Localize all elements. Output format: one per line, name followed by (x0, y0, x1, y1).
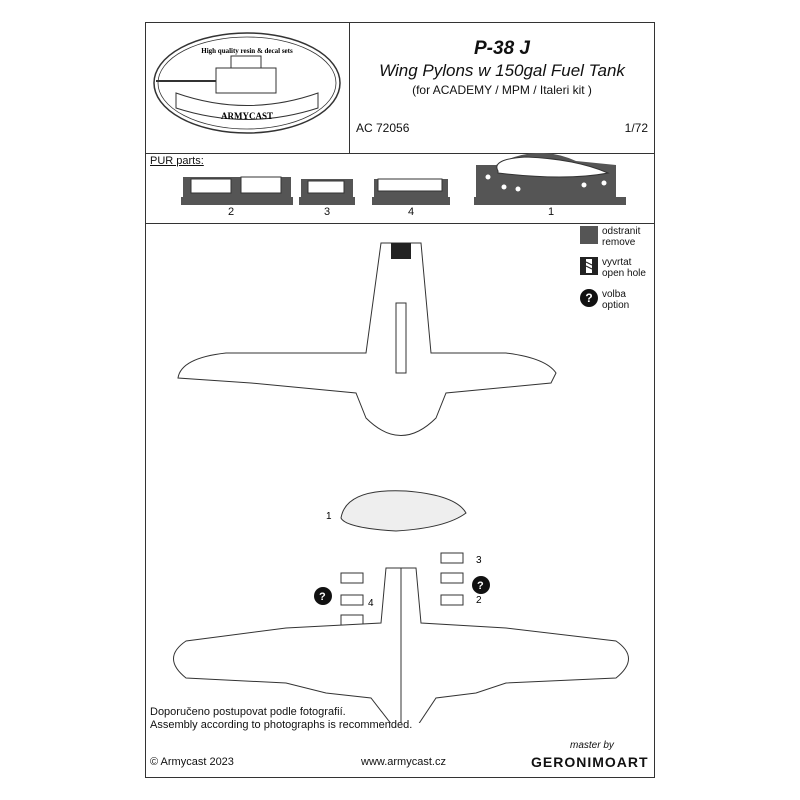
note-en: Assembly according to photographs is rec… (150, 719, 413, 731)
part-label-4: 4 (408, 206, 415, 218)
legend-option-cz: volba (602, 289, 626, 300)
legend-remove-cz: odstranit (602, 226, 641, 237)
note-cz: Doporučeno postupovat podle fotografií. (150, 706, 346, 718)
title-block: P-38 J Wing Pylons w 150gal Fuel Tank (f… (350, 23, 654, 153)
callout-3: 3 (476, 555, 482, 566)
product-title: P-38 J (474, 38, 530, 59)
callout-1: 1 (326, 511, 332, 522)
assembly-diagram: ? ? 1 3 2 4 (173, 242, 629, 723)
copyright: © Armycast 2023 (150, 756, 234, 768)
callout-2: 2 (476, 595, 482, 606)
scale: 1/72 (624, 121, 648, 135)
svg-text:?: ? (477, 580, 484, 592)
product-code: AC 72056 (356, 121, 410, 135)
instruction-sheet: High quality resin & decal sets ARMYCAST… (145, 22, 655, 778)
armycast-logo: High quality resin & decal sets ARMYCAST (146, 23, 350, 153)
product-subtitle: Wing Pylons w 150gal Fuel Tank (379, 61, 625, 80)
header: High quality resin & decal sets ARMYCAST… (146, 23, 654, 154)
master-by: master by (570, 740, 614, 751)
parts-drawing (181, 153, 626, 205)
svg-text:?: ? (319, 591, 326, 603)
geronimoart-logo: GERONIMOART (531, 754, 649, 770)
website[interactable]: www.armycast.cz (361, 756, 446, 768)
remove-swatch (580, 226, 598, 244)
drill-hole-icon (580, 257, 598, 275)
parts-heading: PUR parts: (150, 155, 204, 167)
logo-brand: ARMYCAST (221, 111, 273, 121)
logo-tagline: High quality resin & decal sets (201, 47, 293, 55)
part-label-1: 1 (548, 206, 555, 218)
legend-hole-cz: vyvrtat (602, 257, 632, 268)
question-icon: ? (580, 289, 598, 307)
kit-compatibility: (for ACADEMY / MPM / Italeri kit ) (412, 83, 592, 97)
legend-remove-en: remove (602, 237, 636, 248)
callout-4: 4 (368, 598, 374, 609)
part-label-3: 3 (324, 206, 331, 218)
part-label-2: 2 (228, 206, 235, 218)
legend-hole-en: open hole (602, 268, 646, 279)
parts-section: PUR parts: 2 3 4 1 (146, 153, 654, 224)
legend-option-en: option (602, 300, 630, 311)
